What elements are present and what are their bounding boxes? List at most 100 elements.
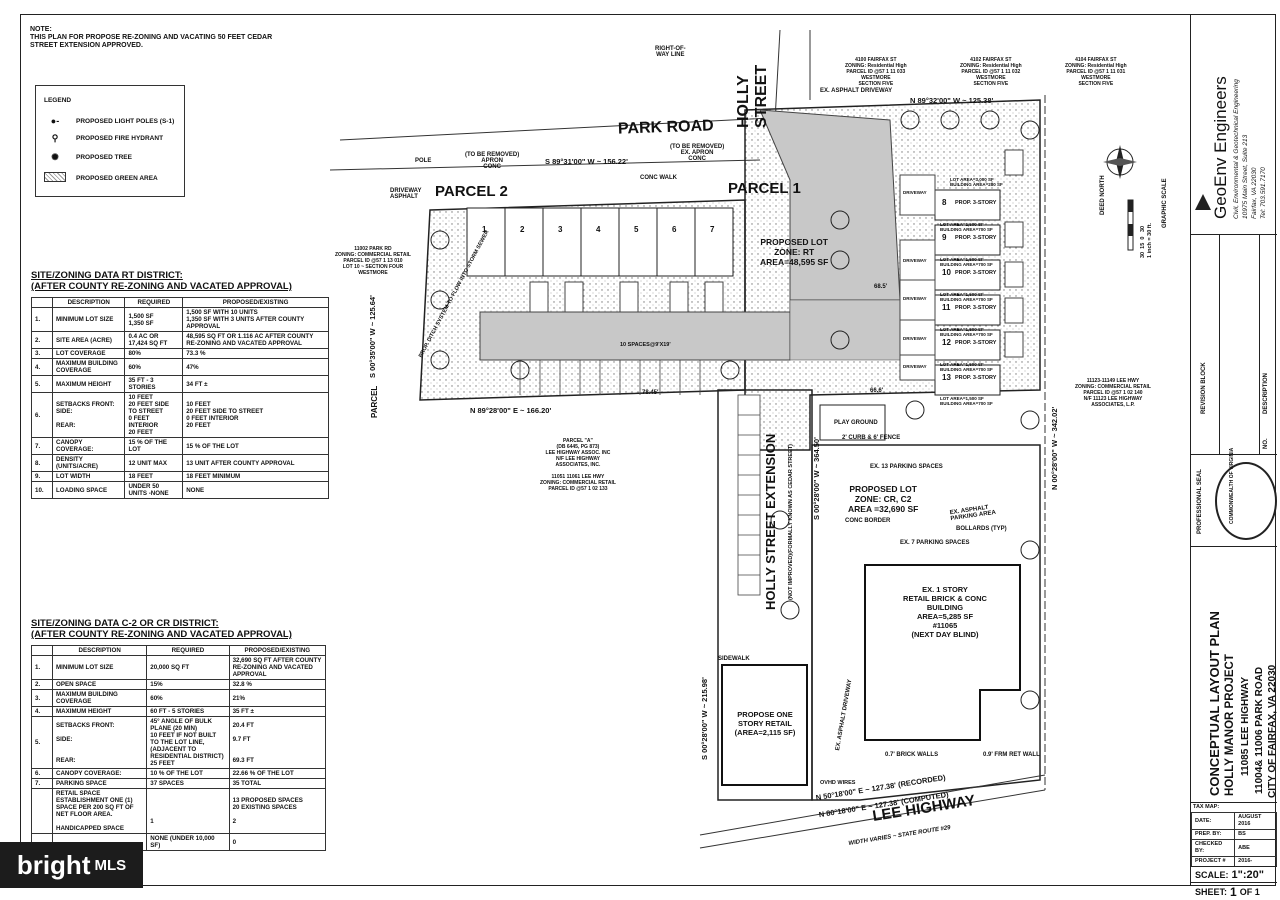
- proposed-lot-cr-label: PROPOSED LOT ZONE: CR, C2 AREA =32,690 S…: [848, 484, 919, 514]
- driveway-asphalt-label: DRIVEWAY ASPHALT: [390, 188, 422, 200]
- company-address-1: 10975 Main Street, Suite 213: [1242, 134, 1249, 219]
- neighbor-4100-label: 4100 FAIRFAX ST ZONING: Residential High…: [845, 57, 907, 87]
- conc-walk-label: CONC WALK: [640, 175, 677, 181]
- legend-label: PROPOSED LIGHT POLES (S-1): [76, 117, 175, 125]
- unit-1-number: 1: [482, 225, 487, 234]
- note-text: THIS PLAN FOR PROPOSE RE-ZONING AND VACA…: [30, 34, 273, 49]
- bollards-label: BOLLARDS (TYP): [956, 526, 1007, 532]
- table-cell: SETBACKS FRONT: SIDE: REAR:: [51, 392, 126, 438]
- apron-remove-label-2: (TO BE REMOVED) EX. APRON CONC: [670, 144, 725, 162]
- table-cell: 1,500 SF 1,350 SF: [124, 307, 184, 332]
- bearing-west-parcel-label: S 00°35'00" W ~ 125.64': [368, 295, 377, 378]
- revision-description-header: DESCRIPTION: [1263, 372, 1269, 414]
- rt-table-subtitle: (AFTER COUNTY RE-ZONING AND VACATED APPR…: [31, 281, 292, 292]
- dim-68-5-label: 68.5': [874, 284, 888, 290]
- table-cell: 13 PROPOSED SPACES 20 EXISTING SPACES 2: [228, 788, 327, 834]
- table-cell: 15 % OF THE LOT: [182, 437, 329, 455]
- project-number-value: 2016-: [1234, 856, 1277, 867]
- table-cell: 20.4 FT 9.7 FT 69.3 FT: [228, 716, 327, 769]
- prop-3-story-label: PROP. 3-STORY: [955, 200, 997, 206]
- plan-title: CONCEPTUAL LAYOUT PLAN: [1207, 611, 1222, 796]
- c2-zoning-table-block: SITE/ZONING DATA C-2 OR CR DISTRICT: (AF…: [31, 618, 331, 851]
- parcel-a-label: PARCEL "A" (DB 6445, PG 873) LEE HIGHWAY…: [540, 438, 616, 492]
- driveway-label: DRIVEWAY: [903, 336, 927, 341]
- unit-7-number: 7: [710, 225, 715, 234]
- unit-10-number: 10: [942, 268, 951, 277]
- sheet-value: 1: [1230, 884, 1237, 899]
- checked-label: CHECKED BY:: [1190, 839, 1236, 857]
- bright-mls-watermark: bright MLS: [0, 842, 143, 888]
- ex-13-parking-label: EX. 13 PARKING SPACES: [870, 464, 943, 470]
- unit-8-number: 8: [942, 198, 947, 207]
- table-cell: 0: [228, 833, 327, 851]
- north-arrow-icon: [1103, 145, 1137, 179]
- unit-3-number: 3: [558, 225, 563, 234]
- table-cell: RETAIL SPACE ESTABLISHMENT ONE (1) SPACE…: [51, 788, 148, 834]
- table-cell: 13 UNIT AFTER COUNTY APPROVAL: [182, 454, 329, 472]
- unit-8-lot: LOT AREA=1,500 SF: [940, 222, 984, 227]
- unit-top-lot-label: LOT AREA=3,000 SF BUILDING AREA=280 SF: [950, 177, 1003, 187]
- scale-numbers-label: 30 15 0 30 1 inch = 30 ft.: [1140, 223, 1153, 258]
- unit-4-number: 4: [596, 225, 601, 234]
- prop-3-story-label: PROP. 3-STORY: [955, 270, 997, 276]
- prop-3-story-label: PROP. 3-STORY: [955, 340, 997, 346]
- conc-border-label: CONC BORDER: [845, 518, 891, 524]
- company-address-2: Fairfax, VA 22030: [1251, 167, 1258, 219]
- revision-no-header: NO.: [1263, 438, 1269, 449]
- ex-asphalt-driveway-label: EX. ASPHALT DRIVEWAY: [820, 88, 893, 94]
- ex-7-parking-label: EX. 7 PARKING SPACES: [900, 540, 970, 546]
- light-pole-icon: ●-: [50, 116, 60, 126]
- unit-10-bldg: BUILDING AREA=700 SF: [940, 297, 993, 302]
- table-cell: 20,000 SQ FT: [146, 655, 230, 680]
- title-info-table: DATE:AUGUST 2016 PREP. BY:BS CHECKED BY:…: [1190, 812, 1277, 867]
- plan-title-block: CONCEPTUAL LAYOUT PLAN HOLLY MANOR PROJE…: [1191, 546, 1278, 803]
- legend-label: PROPOSED TREE: [76, 154, 132, 161]
- retail-building-label: EX. 1 STORY RETAIL BRICK & CONC BUILDING…: [903, 585, 987, 639]
- unit-12-bldg: BUILDING AREA=700 SF: [940, 367, 993, 372]
- unit-8-bldg: BUILDING AREA=700 SF: [940, 227, 993, 232]
- holly-ext-sublabel: (NOT IMPROVED)(FORMALLY KNOWN AS CEDAR S…: [788, 444, 794, 600]
- unit-8-block: LOT AREA=1,500 SF BUILDING AREA=700 SF: [940, 222, 993, 232]
- prop-3-story-label: PROP. 3-STORY: [955, 235, 997, 241]
- unit-13-number: 13: [942, 373, 951, 382]
- prop-3-story-label: PROP. 3-STORY: [955, 305, 997, 311]
- company-logo-icon: [1195, 194, 1211, 210]
- fire-hydrant-icon: ⚲: [51, 133, 59, 143]
- propose-retail-label: PROPOSE ONE STORY RETAIL (AREA=2,115 SF): [734, 710, 796, 737]
- legend-item-light-pole: ●- PROPOSED LIGHT POLES (S-1): [44, 116, 174, 126]
- unit-9-number: 9: [942, 233, 947, 242]
- sheet-label: SHEET:: [1195, 886, 1228, 897]
- rt-zoning-table-block: SITE/ZONING DATA RT DISTRICT: (AFTER COU…: [31, 270, 331, 499]
- table-cell: LOADING SPACE: [51, 481, 126, 499]
- legend-label: PROPOSED GREEN AREA: [76, 174, 158, 182]
- deed-north-label: DEED NORTH: [1100, 175, 1106, 215]
- watermark-brand: bright: [16, 849, 91, 880]
- plan-note: NOTE: THIS PLAN FOR PROPOSE RE-ZONING AN…: [30, 26, 290, 50]
- unit-11-number: 11: [942, 303, 951, 312]
- graphic-scale-label: GRAPHIC SCALE: [1162, 178, 1168, 228]
- legend-item-green-area: PROPOSED GREEN AREA: [44, 172, 158, 184]
- sheet-border: [20, 14, 1276, 886]
- pole-label: POLE: [415, 158, 432, 164]
- table-cell: SETBACKS FRONT: SIDE: REAR:: [51, 716, 148, 769]
- table-cell: UNDER 50 UNITS -NONE: [124, 481, 184, 499]
- brick-walls-label: 0.7' BRICK WALLS: [885, 752, 939, 758]
- company-block: GeoEnv Engineers Civil, Environmental & …: [1191, 14, 1277, 235]
- table-cell: 48,595 SQ FT OR 1.116 AC AFTER COUNTY RE…: [182, 331, 329, 349]
- tax-map-label: TAX MAP:: [1193, 804, 1220, 810]
- proposed-lot-rt-label: PROPOSED LOT ZONE: RT AREA=48,595 SF: [760, 237, 829, 267]
- unit-9-bldg: BUILDING AREA=700 SF: [940, 262, 993, 267]
- legend-box: LEGEND ●- PROPOSED LIGHT POLES (S-1) ⚲ P…: [35, 85, 185, 197]
- professional-seal-icon: [1215, 462, 1277, 540]
- tree-icon: ✺: [51, 152, 59, 162]
- parcel-1-label: PARCEL 1: [728, 180, 801, 197]
- sheet-of: OF 1: [1239, 886, 1260, 897]
- bearing-east-label: N 00°28'00" W ~ 342.02': [1050, 406, 1059, 490]
